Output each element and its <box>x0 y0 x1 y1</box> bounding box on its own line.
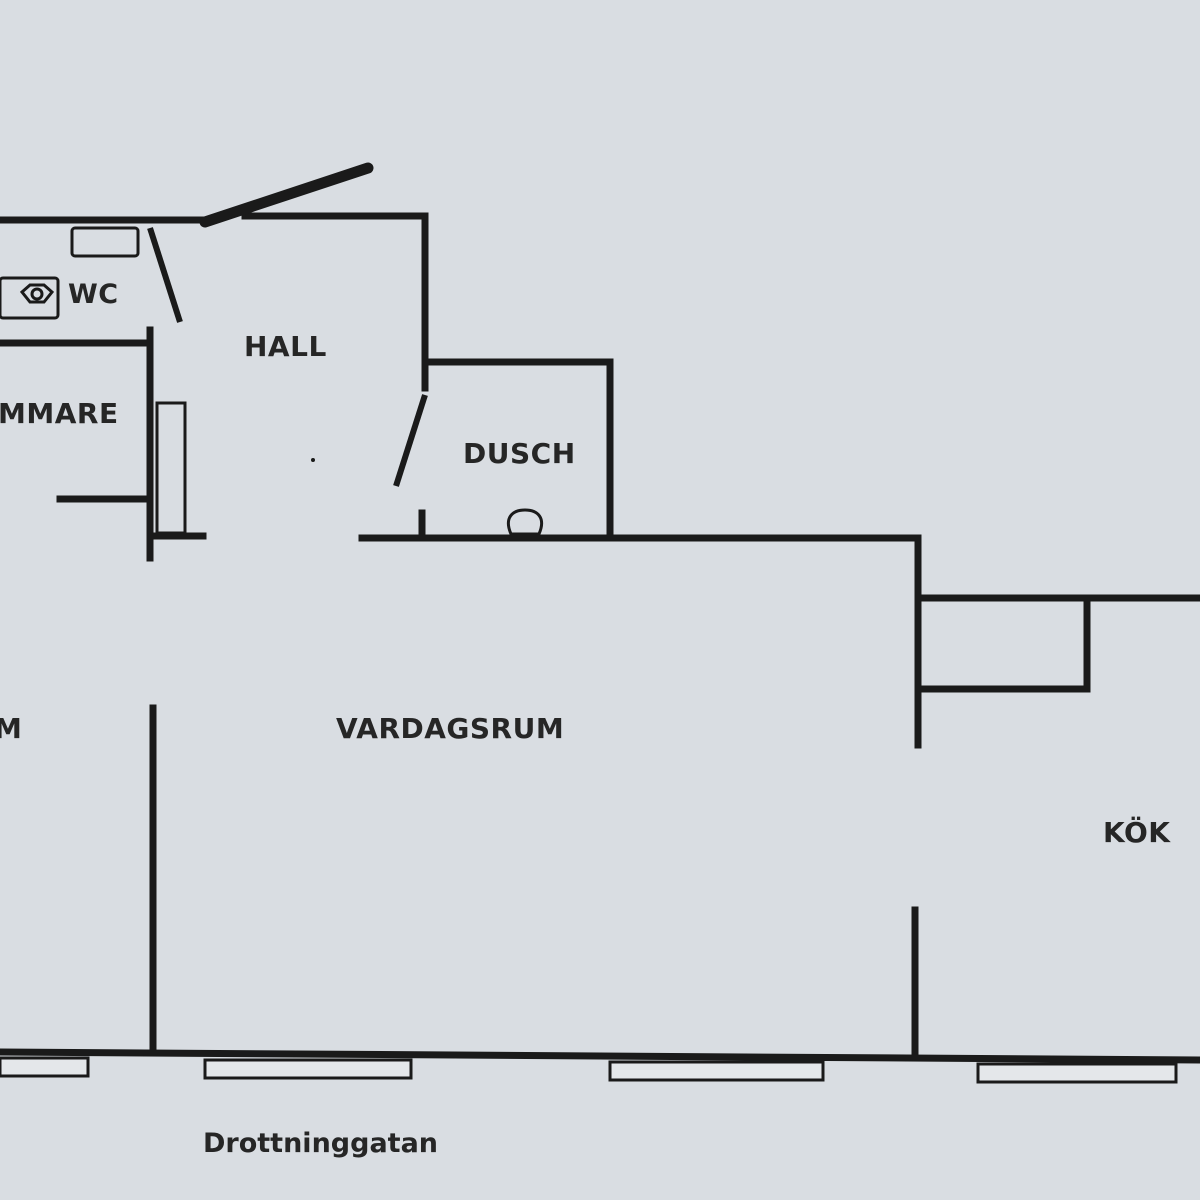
room-label-sovkammare: MMARE <box>0 397 119 430</box>
window-3 <box>608 1060 825 1082</box>
entrance-door <box>199 162 374 228</box>
window-1 <box>0 1056 90 1078</box>
room-label-kok: KÖK <box>1103 815 1171 849</box>
room-label-wc: WC <box>68 279 119 310</box>
bottom-exterior-wall <box>0 1048 1200 1064</box>
street-label: Drottninggatan <box>203 1128 438 1159</box>
hall-mark <box>311 458 315 462</box>
room-label-dusch: DUSCH <box>463 437 576 470</box>
wc-sink <box>70 226 140 258</box>
room-label-left-room: M <box>0 712 22 745</box>
room-label-vardagsrum: VARDAGSRUM <box>336 712 564 745</box>
dusch-door <box>393 394 428 487</box>
wc-door <box>147 227 183 323</box>
window-2 <box>203 1058 413 1080</box>
wc-toilet-box <box>0 276 60 320</box>
wc-toilet-icon <box>19 283 55 304</box>
wc-toilet-bowl-icon <box>30 287 44 301</box>
dusch-drain-icon <box>506 508 544 536</box>
window-4 <box>976 1062 1178 1084</box>
room-label-hall: HALL <box>244 330 327 363</box>
closet <box>155 401 187 535</box>
